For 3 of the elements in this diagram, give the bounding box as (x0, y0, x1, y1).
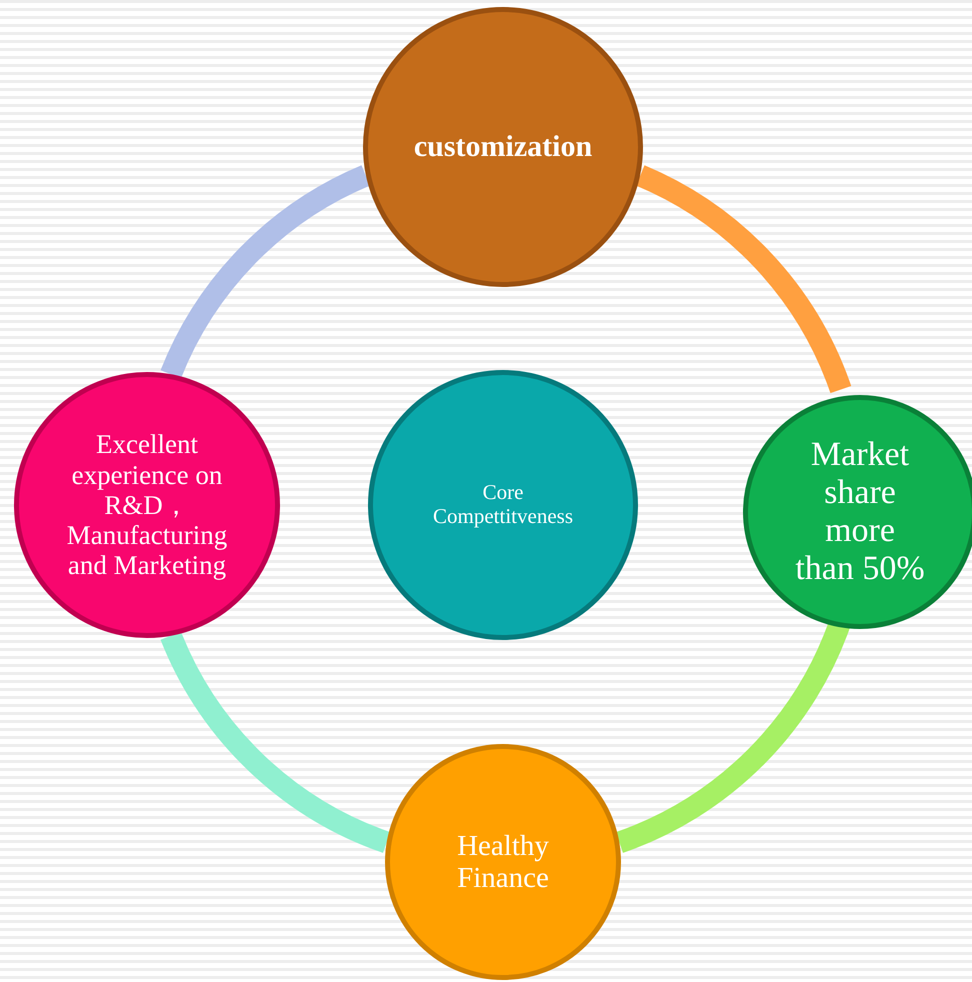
ring-arc (635, 166, 851, 394)
ring-arc (160, 166, 371, 379)
ring-arc (160, 631, 391, 853)
